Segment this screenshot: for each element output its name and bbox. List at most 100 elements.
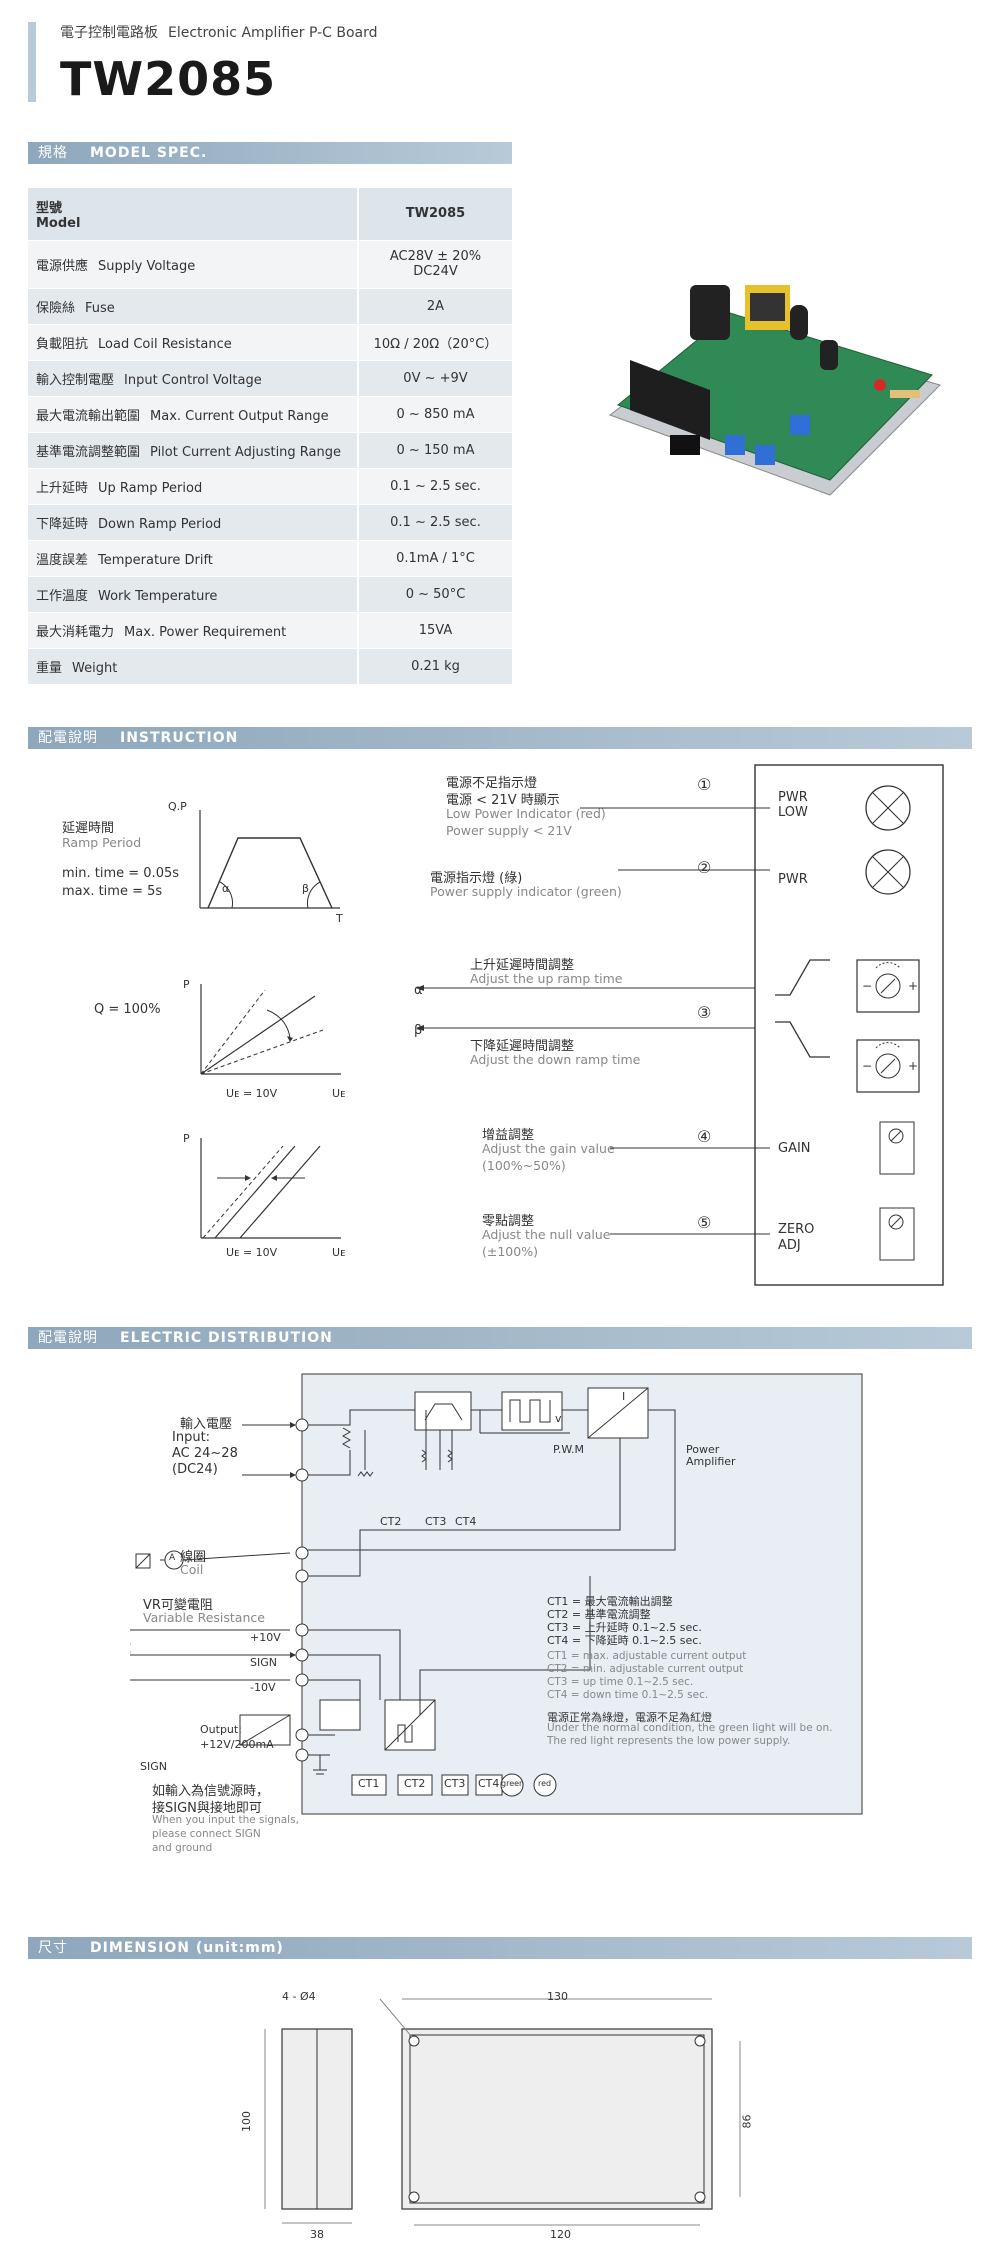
row-en: Max. Power Requirement [124,624,287,640]
v-label: v [555,1412,562,1425]
pwr-low-label-2: LOW [778,805,808,820]
max-time: max. time = 5s [62,884,163,899]
height-86-label: 86 [740,2114,754,2129]
ue-axis-label-2: Uᴇ [332,1246,346,1259]
table-cell-key: 重量 Weight [28,648,358,685]
pwr-low-label-1: PWR [778,790,808,805]
note-en1: When you input the signals, [152,1814,299,1826]
ue10-label: Uᴇ = 10V [226,1087,278,1100]
led-note-en1: Under the normal condition, the green li… [547,1722,833,1734]
ramp-graph [199,810,340,909]
plus10v-label: +10V [250,1631,281,1644]
table-cell-value: TW2085 [357,188,512,241]
section-cn: 配電說明 [38,730,98,746]
sign-label: SIGN [250,1656,277,1669]
row-cn: 重量 [36,660,63,676]
min-time: min. time = 0.05s [62,866,180,881]
row-cn: 輸入控制電壓 [36,372,115,388]
green-led-label: green [501,1779,525,1788]
item1-cn2: 電源 < 21V 時顯示 [446,793,560,808]
ct2-label: CT2 [380,1515,402,1528]
coil-cn: 線圈 [180,1550,207,1565]
section-en: ELECTRIC DISTRIBUTION [120,1330,333,1346]
header-accent-bar [28,22,36,102]
row-cn: 負載阻抗 [36,336,89,352]
table-cell-value: 15VA [357,612,512,649]
row-en: Fuse [85,300,115,316]
ue-axis-label: Uᴇ [332,1087,346,1100]
vr-en: Variable Resistance [143,1610,265,1625]
row-en: Weight [72,660,118,676]
item2-en: Power supply indicator (green) [430,884,622,899]
table-cell-value: 0 ~ 50°C [357,576,512,613]
indicator-panel: −+ −+ [416,764,944,1286]
table-row: 最大消耗電力 Max. Power Requirement 15VA [28,612,512,649]
table-cell-value: 0.21 kg [357,648,512,685]
table-cell-value: 0.1 ~ 2.5 sec. [357,504,512,541]
ammeter-label: A [169,1553,176,1563]
null-cn: 零點調整 [482,1214,535,1229]
ct4-button-label: CT4 [478,1777,500,1790]
width-130-label: 130 [547,1990,568,2003]
p-axis-label-2: P [183,1132,190,1145]
row-en: Up Ramp Period [98,480,203,496]
input-cn: 輸入電壓 [180,1417,233,1432]
down-ramp-cn: 下降延遲時間調整 [470,1039,575,1054]
width-120-label: 120 [550,2228,571,2241]
dimension-drawing [264,1998,741,2226]
down-ramp-en: Adjust the down ramp time [470,1052,641,1067]
table-cell-value: 0 ~ 150 mA [357,432,512,469]
table-cell-value: AC28V ± 20%DC24V [357,240,512,289]
table-cell-key: 上升延時 Up Ramp Period [28,468,358,505]
up-ramp-cn: 上升延遲時間調整 [470,958,575,973]
led-note-cn: 電源正常為綠燈，電源不足為紅燈 [547,1711,712,1724]
legend-en-4: CT4 = down time 0.1~2.5 sec. [547,1689,709,1701]
note-cn2: 接SIGN與接地即可 [152,1801,262,1816]
qp-axis-label: Q.P [168,800,187,813]
null-en1: Adjust the null value [482,1227,611,1242]
item1-en2: Power supply < 21V [446,823,572,838]
item2-number: ② [697,858,712,877]
gain-en2: (100%~50%) [482,1158,566,1173]
section-en: DIMENSION (unit:mm) [90,1940,284,1956]
legend-cn-3: CT3 = 上升延時 0.1~2.5 sec. [547,1621,702,1634]
row-cn: 工作溫度 [36,588,89,604]
q100-label: Q = 100% [94,1002,161,1017]
amplifier-label: Amplifier [686,1455,736,1468]
row-cn: 基準電流調整範圍 [36,444,141,460]
legend-cn-4: CT4 = 下降延時 0.1~2.5 sec. [547,1634,702,1647]
item1-cn1: 電源不足指示燈 [446,776,538,791]
height-100-label: 100 [240,2111,253,2132]
row-cn: 最大消耗電力 [36,624,115,640]
legend-en-3: CT3 = up time 0.1~2.5 sec. [547,1676,694,1688]
p-axis-label: P [183,978,190,991]
pcb-board-image [608,285,941,496]
item4-number: ④ [697,1127,712,1146]
input-voltage-2: (DC24) [172,1462,218,1477]
section-bar-dimension: 尺寸 DIMENSION (unit:mm) [28,1937,972,1959]
row-cn: 溫度誤差 [36,552,89,568]
ct3-button-label: CT3 [444,1777,466,1790]
section-cn: 尺寸 [38,1940,68,1956]
row-cn: 保險絲 [36,300,76,316]
sign2-label: SIGN [140,1760,167,1773]
output-value: +12V/200mA [200,1738,274,1751]
section-en: INSTRUCTION [120,730,239,746]
row-cn: 上升延時 [36,480,89,496]
zero-label: ZERO [778,1222,815,1237]
row-value: AC28V ± 20% [389,249,482,264]
